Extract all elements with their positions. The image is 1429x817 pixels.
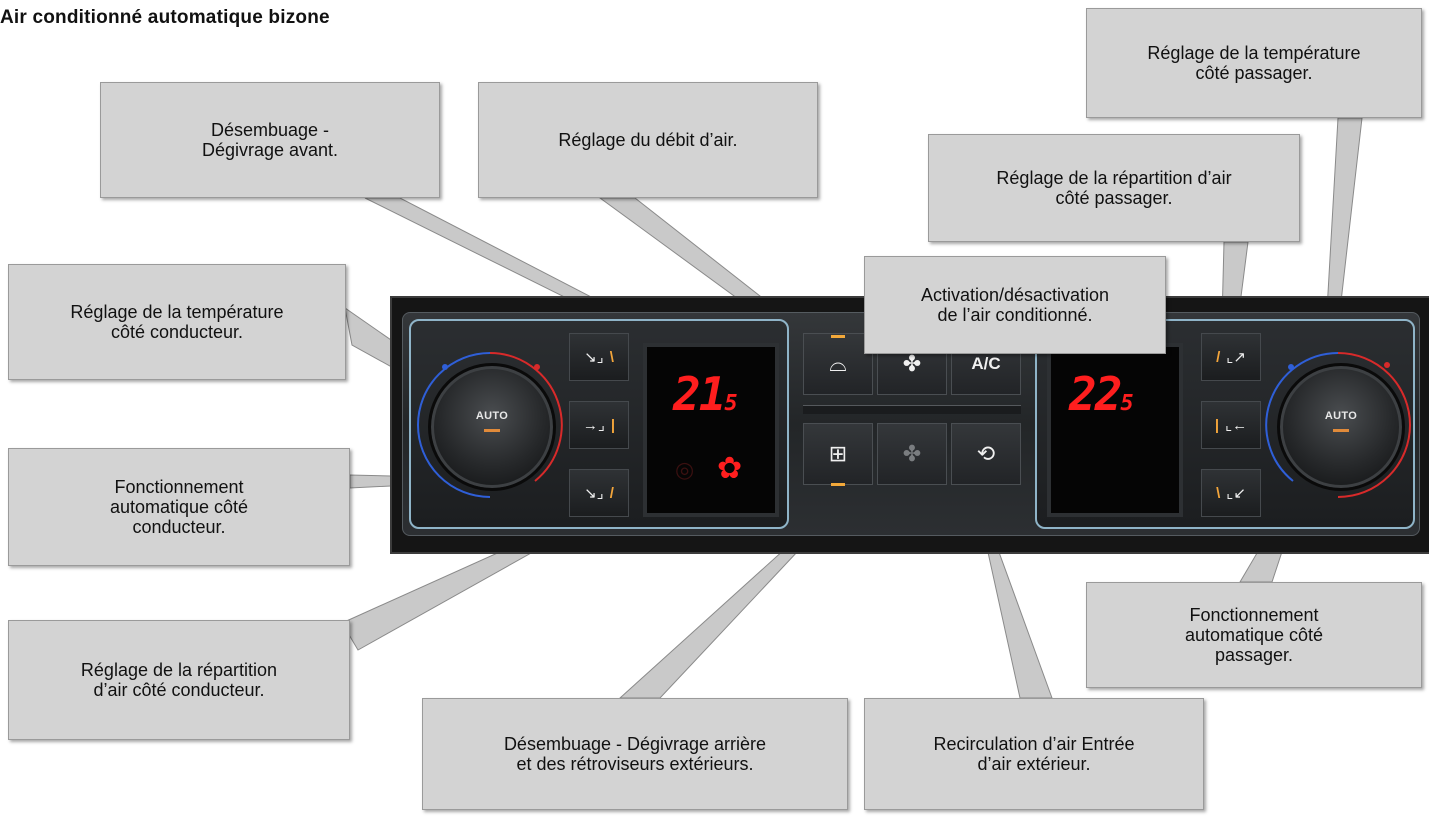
callout-line: passager. <box>1214 645 1294 665</box>
indicator-mark: | <box>1214 416 1220 434</box>
callout-line: et des rétroviseurs extérieurs. <box>516 754 754 774</box>
callout-line: Recirculation d’air Entrée <box>933 734 1135 754</box>
fan-icon: ✤ <box>902 441 922 466</box>
callout-line: de l’air conditionné. <box>937 305 1093 325</box>
callout-temp-passenger: Réglage de la température côté passager. <box>1086 8 1422 118</box>
indicator-mark: / <box>609 484 614 502</box>
callout-line: Réglage de la température <box>1147 43 1361 63</box>
callout-temp-driver: Réglage de la température côté conducteu… <box>8 264 346 380</box>
indicator-mark: \ <box>1216 484 1221 502</box>
callout-line: automatique côté <box>109 497 249 517</box>
callout-line: Réglage de la répartition <box>80 660 278 680</box>
callout-line: côté conducteur. <box>110 322 244 342</box>
front-defrost-icon: ⌓ <box>829 351 847 376</box>
callout-line: conducteur. <box>132 517 226 537</box>
callout-line: Réglage du débit d’air. <box>558 130 738 150</box>
driver-temp-scale <box>417 352 563 498</box>
driver-zone: AUTO ↘⌟ \ →⌟ | ↘⌟ / 215 ✿ ◎ <box>409 319 789 529</box>
indicator-mark: / <box>1216 348 1221 366</box>
passenger-temp-scale <box>1265 352 1411 498</box>
vent-down-icon: ↘⌟ <box>584 485 604 502</box>
vent-up-icon: ⌞↗ <box>1226 349 1246 366</box>
passenger-vent-down-button[interactable]: \ ⌞↙ <box>1201 469 1261 517</box>
indicator-mark: \ <box>609 348 614 366</box>
passenger-zone: 225 / ⌞↗ | ⌞← \ ⌞↙ AUTO <box>1035 319 1415 529</box>
vent-mid-icon: ⌞← <box>1225 417 1248 434</box>
callout-ac: Activation/désactivation de l’air condit… <box>864 256 1166 354</box>
indicator-mark: | <box>610 416 616 434</box>
vent-down-icon: ⌞↙ <box>1226 485 1246 502</box>
rear-defrost-icon: ⊞ <box>828 441 848 466</box>
callout-auto-passenger: Fonctionnement automatique côté passager… <box>1086 582 1422 688</box>
driver-vent-up-button[interactable]: ↘⌟ \ <box>569 333 629 381</box>
callout-line: Désembuage - Dégivrage arrière <box>503 734 767 754</box>
passenger-auto-knob[interactable]: AUTO <box>1277 363 1405 491</box>
callout-line: côté passager. <box>1195 63 1313 83</box>
leader-defrost-rear <box>618 529 815 699</box>
driver-temp-readout: 215 <box>673 367 738 421</box>
fan-icon: ✤ <box>902 351 922 376</box>
driver-vent-mid-button[interactable]: →⌟ | <box>569 401 629 449</box>
diagram-title: Air conditionné automatique bizone <box>0 7 330 28</box>
passenger-temp-value: 22 <box>1069 367 1122 421</box>
front-defrost-button[interactable]: ⌓ <box>803 333 873 395</box>
callout-dist-passenger: Réglage de la répartition d’air côté pas… <box>928 134 1300 242</box>
recirculation-button[interactable]: ⟲ <box>951 423 1021 485</box>
callout-line: côté passager. <box>1055 188 1173 208</box>
ac-label: A/C <box>971 354 1001 373</box>
vent-up-icon: ↘⌟ <box>584 349 604 366</box>
passenger-auto-led <box>1333 429 1349 432</box>
passenger-temp-decimal: 5 <box>1120 391 1133 416</box>
callout-recirc: Recirculation d’air Entrée d’air extérie… <box>864 698 1204 810</box>
driver-temp-decimal: 5 <box>724 391 737 416</box>
recirculation-icon: ⟲ <box>976 441 996 466</box>
callout-line: Dégivrage avant. <box>201 140 339 160</box>
driver-display: 215 ✿ ◎ <box>643 343 779 517</box>
callout-line: Réglage de la température <box>70 302 284 322</box>
rear-defrost-button[interactable]: ⊞ <box>803 423 873 485</box>
passenger-auto-label: AUTO <box>1324 410 1358 422</box>
callout-line: Fonctionnement <box>1189 605 1319 625</box>
driver-vent-down-button[interactable]: ↘⌟ / <box>569 469 629 517</box>
callout-line: d’air extérieur. <box>977 754 1091 774</box>
callout-line: d’air côté conducteur. <box>93 680 265 700</box>
passenger-vent-mid-button[interactable]: | ⌞← <box>1201 401 1261 449</box>
callout-defrost-front: Désembuage - Dégivrage avant. <box>100 82 440 198</box>
auto-mode-icon: ◎ <box>675 457 695 482</box>
callout-defrost-rear: Désembuage - Dégivrage arrière et des ré… <box>422 698 848 810</box>
front-defrost-led <box>831 335 845 338</box>
vent-mid-icon: →⌟ <box>582 417 605 434</box>
fan-speed-icon: ✿ <box>717 452 743 485</box>
fan-decrease-button[interactable]: ✤ <box>877 423 947 485</box>
callout-line: Désembuage - <box>210 120 330 140</box>
rear-defrost-led <box>831 483 845 486</box>
driver-auto-knob[interactable]: AUTO <box>428 363 556 491</box>
center-divider <box>803 405 1021 414</box>
passenger-display: 225 <box>1047 343 1183 517</box>
callout-line: Réglage de la répartition d’air <box>996 168 1232 188</box>
passenger-temp-readout: 225 <box>1069 367 1134 421</box>
driver-auto-led <box>484 429 500 432</box>
driver-auto-label: AUTO <box>475 410 509 422</box>
callout-line: Activation/désactivation <box>920 285 1110 305</box>
passenger-vent-up-button[interactable]: / ⌞↗ <box>1201 333 1261 381</box>
climate-control-panel: AUTO ↘⌟\ →⌟| ↘⌟/ 215 ✿ ◎ ⌓ <box>390 296 1429 554</box>
callout-line: Fonctionnement <box>114 477 244 497</box>
driver-temp-value: 21 <box>673 367 726 421</box>
callout-air-flow: Réglage du débit d’air. <box>478 82 818 198</box>
callout-dist-driver: Réglage de la répartition d’air côté con… <box>8 620 350 740</box>
callout-auto-driver: Fonctionnement automatique côté conducte… <box>8 448 350 566</box>
callout-line: automatique côté <box>1184 625 1324 645</box>
